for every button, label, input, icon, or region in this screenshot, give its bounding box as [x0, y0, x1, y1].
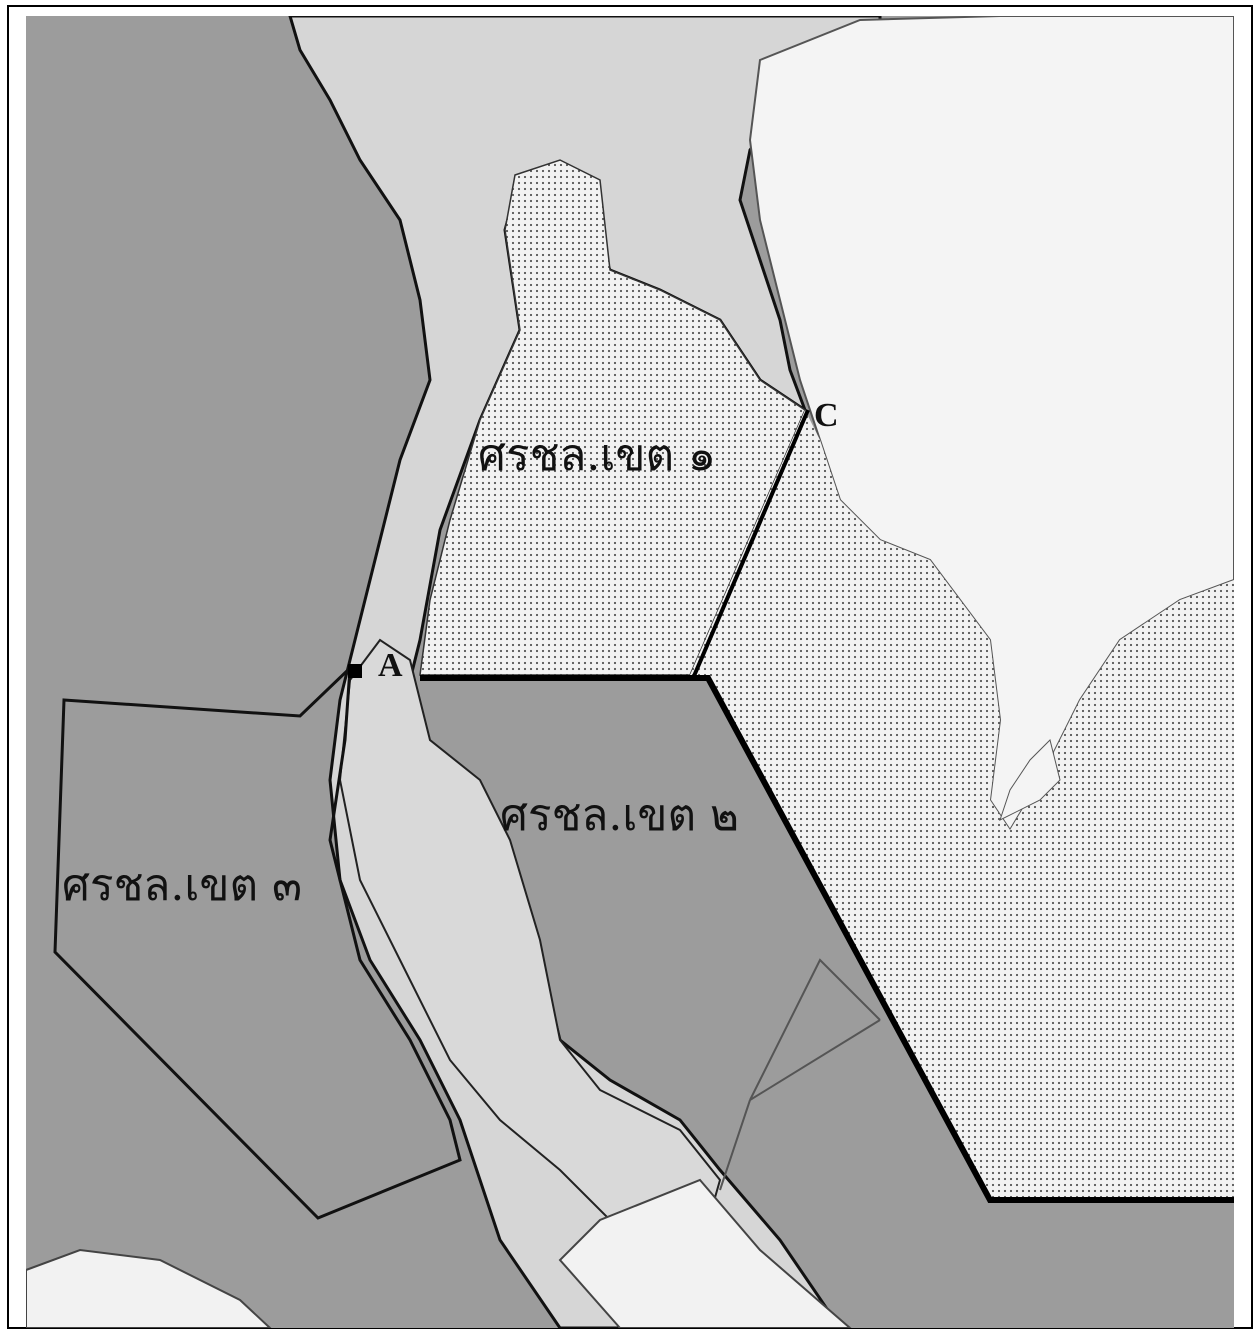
zone-2-subline-b: [749, 1019, 881, 1101]
point-c-label: C: [814, 397, 839, 434]
zone-2-boundary: [420, 675, 1234, 1203]
southwest-landmass: [26, 1248, 272, 1328]
boundary-line-c: [692, 409, 810, 677]
zone-2-subline: [749, 958, 881, 1101]
zone-3-label: ศรชล.เขต ๓: [62, 860, 302, 911]
island: [999, 739, 1061, 821]
point-a-label: A: [378, 647, 403, 684]
zone-2-label: ศรชล.เขต ๒: [500, 790, 739, 841]
zone-1-area: [419, 159, 806, 676]
point-a-marker: [348, 664, 362, 678]
peninsula: [338, 638, 722, 1252]
zone-2-subline-c: [719, 1099, 751, 1191]
southern-landmass: [558, 1178, 852, 1328]
zone-east-area: [690, 410, 1234, 1200]
zone-1-label: ศรชล.เขต ๑: [478, 430, 716, 481]
